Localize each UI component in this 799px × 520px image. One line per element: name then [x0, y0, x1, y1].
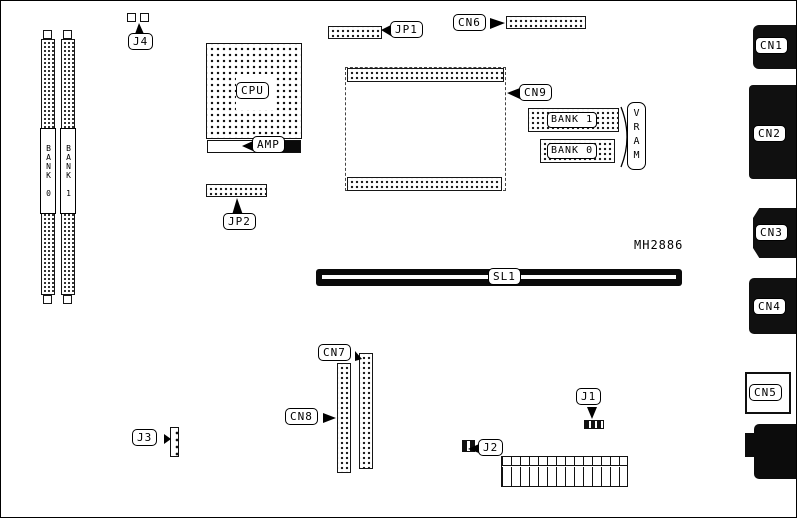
simm-latch	[63, 30, 72, 39]
memory-module-area	[345, 67, 506, 191]
simm-slot-label: BANK 0	[40, 128, 56, 214]
rear-port-unlabeled-tab	[745, 433, 755, 457]
callout-cn3: CN3	[755, 224, 788, 241]
cn6-header	[506, 16, 586, 29]
simm-slot-bank0: BANK 0	[40, 30, 56, 304]
callout-j4: J4	[128, 33, 154, 50]
j3-connector	[170, 427, 179, 457]
callout-bank1: BANK 1	[547, 112, 598, 128]
callout-jp1: JP1	[390, 21, 423, 38]
vram-label: VRAM	[627, 102, 646, 170]
callout-jp2: JP2	[223, 213, 256, 230]
simm-latch	[43, 295, 52, 304]
simm-latch	[43, 30, 52, 39]
jp1-header	[328, 26, 382, 39]
callout-cpu: CPU	[236, 82, 269, 99]
memory-socket-bottom	[347, 177, 502, 191]
callout-cn8: CN8	[285, 408, 318, 425]
power-connector	[501, 456, 628, 487]
simm-slot-bank1: BANK 1	[60, 30, 76, 304]
j4-connector	[127, 13, 151, 24]
callout-cn5: CN5	[749, 384, 782, 401]
j4-pin-block	[140, 13, 149, 22]
simm-latch	[63, 295, 72, 304]
cn7-header	[359, 353, 373, 469]
j1-connector	[584, 420, 604, 429]
callout-j2: J2	[478, 439, 504, 456]
rear-port-unlabeled	[754, 424, 796, 479]
callout-amp: AMP	[252, 136, 285, 153]
callout-bank0: BANK 0	[547, 143, 598, 159]
memory-socket-top	[347, 68, 504, 82]
callout-cn4: CN4	[753, 298, 786, 315]
jp2-header	[206, 184, 267, 197]
j2-connector	[462, 440, 475, 452]
j4-pin-block	[127, 13, 136, 22]
cn8-header	[337, 363, 351, 473]
callout-cn9: CN9	[519, 84, 552, 101]
callout-cn7: CN7	[318, 344, 351, 361]
callout-cn2: CN2	[753, 125, 786, 142]
board-marking: MH2886	[634, 238, 684, 252]
power-connector-body	[502, 467, 627, 486]
callout-cn6: CN6	[453, 14, 486, 31]
simm-slot-label: BANK 1	[60, 128, 76, 214]
callout-j3: J3	[132, 429, 158, 446]
callout-sl1: SL1	[488, 268, 521, 285]
callout-j1: J1	[576, 388, 602, 405]
power-connector-pin-row	[502, 457, 627, 466]
callout-cn1: CN1	[755, 37, 788, 54]
